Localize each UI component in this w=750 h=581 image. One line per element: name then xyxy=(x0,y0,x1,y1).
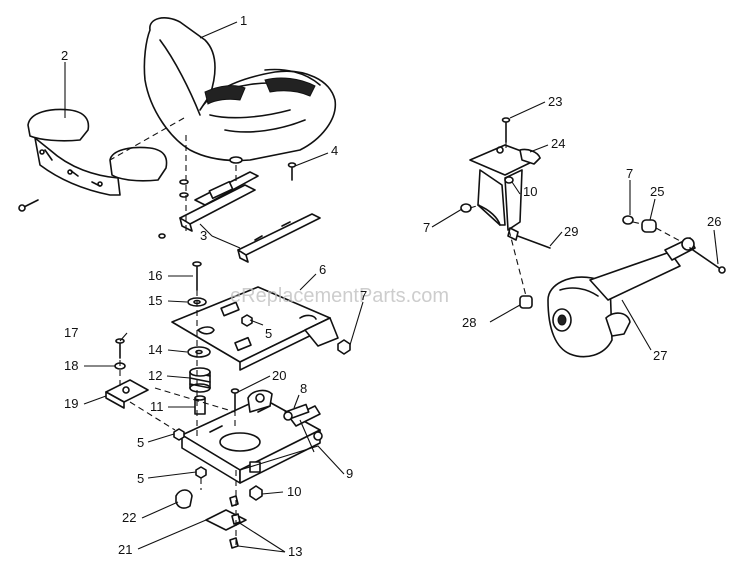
watermark-text: eReplacementParts.com xyxy=(230,285,449,307)
pivot-pin-part[interactable] xyxy=(283,403,310,421)
callout-5-middle[interactable]: 5 xyxy=(137,435,144,450)
pin-26-part[interactable] xyxy=(689,247,726,274)
callout-15[interactable]: 15 xyxy=(148,293,162,308)
assembly-lines xyxy=(109,117,683,545)
leader-lines xyxy=(64,21,719,553)
callout-7-left[interactable]: 7 xyxy=(423,220,430,235)
bolt-16-part[interactable] xyxy=(192,261,202,291)
callout-3[interactable]: 3 xyxy=(200,228,207,243)
spacer-part[interactable] xyxy=(194,395,206,415)
callout-14[interactable]: 14 xyxy=(148,342,162,357)
callout-16[interactable]: 16 xyxy=(148,268,162,283)
armrest-part[interactable] xyxy=(18,108,168,212)
knob-22-part[interactable] xyxy=(175,489,193,509)
bolt-23-part[interactable] xyxy=(501,117,511,143)
callout-12[interactable]: 12 xyxy=(148,368,162,383)
callout-25[interactable]: 25 xyxy=(650,184,664,199)
bolt-29-part[interactable] xyxy=(507,227,551,249)
callout-26[interactable]: 26 xyxy=(707,214,721,229)
callout-9[interactable]: 9 xyxy=(346,466,353,481)
suspension-base-part[interactable] xyxy=(181,389,323,484)
seat-part[interactable] xyxy=(143,17,337,164)
bushing-28-part[interactable] xyxy=(519,295,533,309)
bushing-25-part[interactable] xyxy=(641,219,657,233)
nut-5-part[interactable] xyxy=(173,314,253,479)
actuator-part[interactable] xyxy=(547,237,696,358)
spring-part[interactable] xyxy=(189,367,211,393)
callout-17[interactable]: 17 xyxy=(64,325,78,340)
callout-27[interactable]: 27 xyxy=(653,348,667,363)
callout-8[interactable]: 8 xyxy=(300,381,307,396)
washers-under-seat-part[interactable] xyxy=(158,179,189,239)
washer-14-part[interactable] xyxy=(187,346,211,358)
seat-rails-part[interactable] xyxy=(179,171,321,263)
callout-23[interactable]: 23 xyxy=(548,94,562,109)
callout-2[interactable]: 2 xyxy=(61,48,68,63)
bolt-17-part[interactable] xyxy=(115,338,125,359)
bolt-20-part[interactable] xyxy=(230,388,240,411)
callout-20[interactable]: 20 xyxy=(272,368,286,383)
bushing-7-left-part[interactable] xyxy=(460,203,472,213)
bracket-part[interactable] xyxy=(469,144,541,231)
callout-19[interactable]: 19 xyxy=(64,396,78,411)
callout-5-upper[interactable]: 5 xyxy=(265,326,272,341)
nut-7-part[interactable] xyxy=(337,339,351,355)
bolt-4-part[interactable] xyxy=(287,162,297,181)
callout-6[interactable]: 6 xyxy=(319,262,326,277)
bushing-7-right-part[interactable] xyxy=(622,215,634,225)
callout-1[interactable]: 1 xyxy=(240,13,247,28)
callout-11[interactable]: 11 xyxy=(150,399,164,414)
callout-24[interactable]: 24 xyxy=(551,136,565,151)
callout-4[interactable]: 4 xyxy=(331,143,338,158)
callout-13[interactable]: 13 xyxy=(288,544,302,559)
callout-18[interactable]: 18 xyxy=(64,358,78,373)
callout-21[interactable]: 21 xyxy=(118,542,132,557)
nut-10-part[interactable] xyxy=(249,485,263,501)
callout-29[interactable]: 29 xyxy=(564,224,578,239)
callout-28[interactable]: 28 xyxy=(462,315,476,330)
callout-10-bracket[interactable]: 10 xyxy=(523,184,537,199)
callout-labels: 1 2 3 4 5 5 5 6 7 7 7 8 9 10 10 11 12 13… xyxy=(61,13,721,559)
callout-10-lower[interactable]: 10 xyxy=(287,484,301,499)
callout-22[interactable]: 22 xyxy=(122,510,136,525)
callout-7-base[interactable]: 7 xyxy=(360,288,367,303)
callout-7-right[interactable]: 7 xyxy=(626,166,633,181)
callout-5-lower[interactable]: 5 xyxy=(137,471,144,486)
bumper-block-part[interactable] xyxy=(105,379,149,409)
